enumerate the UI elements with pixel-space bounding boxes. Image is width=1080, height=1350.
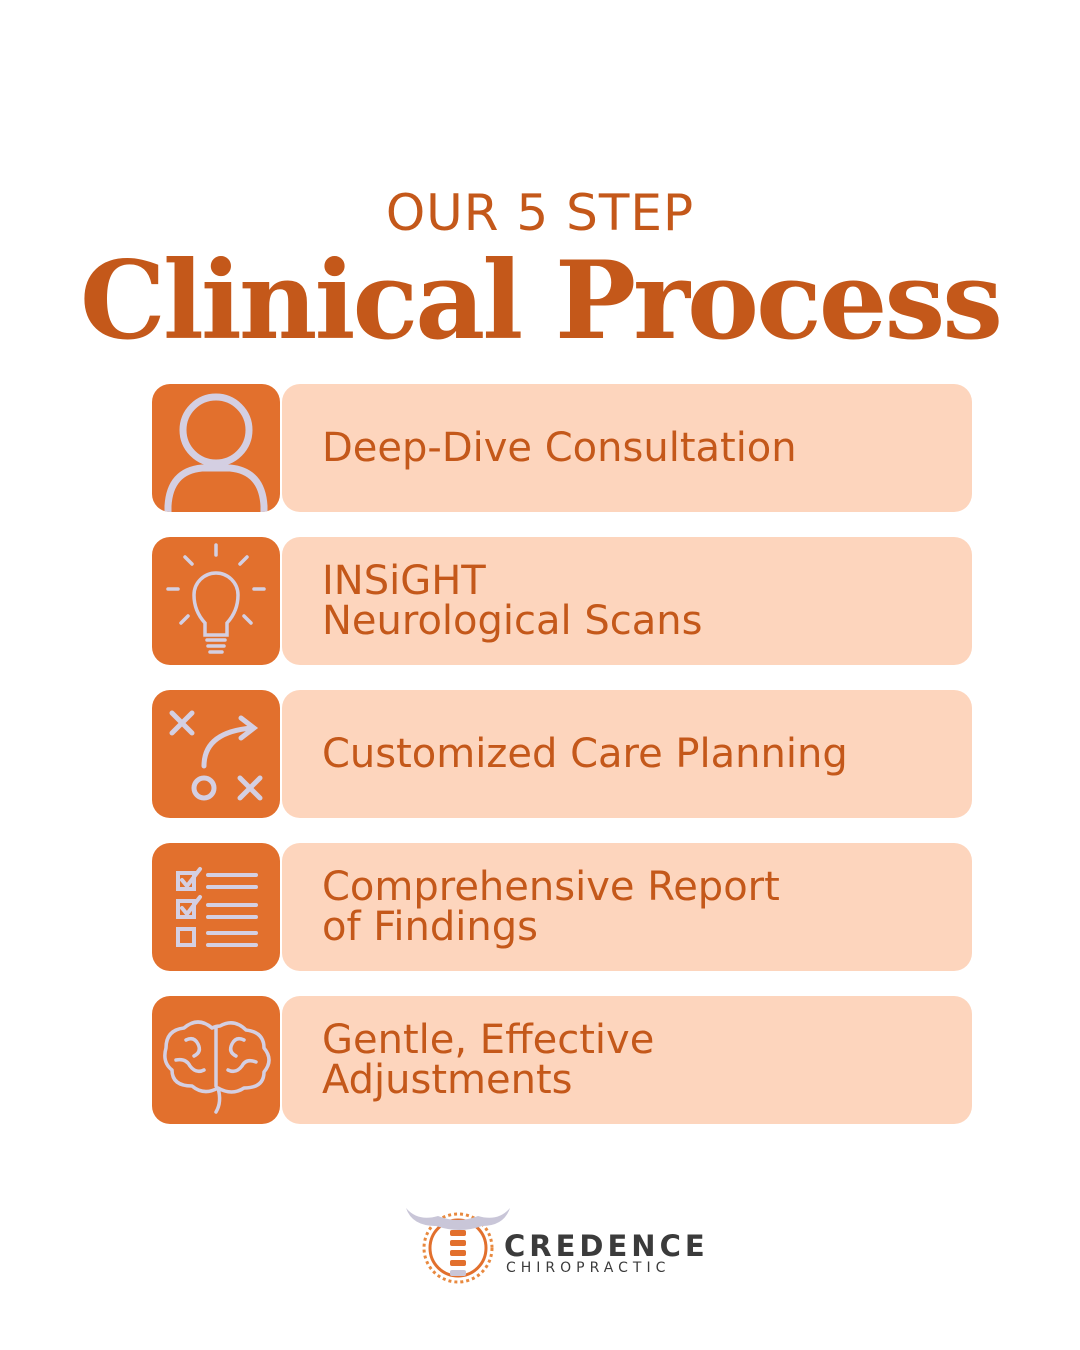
step-icon-tile xyxy=(152,690,280,818)
step-label-box: Gentle, Effective Adjustments xyxy=(282,996,972,1124)
step-label: Deep-Dive Consultation xyxy=(322,425,797,471)
step-label-box: INSiGHT Neurological Scans xyxy=(282,537,972,665)
step-label: Customized Care Planning xyxy=(322,731,848,777)
person-icon xyxy=(164,393,268,512)
step-label: Gentle, Effective Adjustments xyxy=(322,1017,655,1103)
step-label: INSiGHT Neurological Scans xyxy=(322,558,703,644)
spine-gear-logo-icon xyxy=(406,1208,510,1284)
brand-name: CREDENCE xyxy=(504,1229,709,1263)
process-steps-list: Deep-Dive Consultation INSiGHT Neurologi… xyxy=(152,384,972,1149)
step-adjustments: Gentle, Effective Adjustments xyxy=(152,996,972,1124)
step-icon-tile xyxy=(152,843,280,971)
strategy-play-icon xyxy=(169,710,263,801)
brand-subtitle: CHIROPRACTIC xyxy=(506,1260,671,1276)
step-report: Comprehensive Report of Findings xyxy=(152,843,972,971)
step-care-planning: Customized Care Planning xyxy=(152,690,972,818)
step-label-box: Comprehensive Report of Findings xyxy=(282,843,972,971)
step-label-box: Deep-Dive Consultation xyxy=(282,384,972,512)
brain-icon xyxy=(163,1020,271,1114)
step-icon-tile xyxy=(152,537,280,665)
step-scans: INSiGHT Neurological Scans xyxy=(152,537,972,665)
step-icon-tile xyxy=(152,996,280,1124)
page-title: Clinical Process xyxy=(79,238,1003,364)
kicker-text: OUR 5 STEP xyxy=(385,184,695,242)
brand-logo: CREDENCE CHIROPRACTIC xyxy=(400,1200,705,1290)
checklist-icon xyxy=(176,867,258,947)
lightbulb-icon xyxy=(166,543,266,654)
step-consultation: Deep-Dive Consultation xyxy=(152,384,972,512)
step-label-box: Customized Care Planning xyxy=(282,690,972,818)
step-icon-tile xyxy=(152,384,280,512)
step-label: Comprehensive Report of Findings xyxy=(322,864,780,950)
